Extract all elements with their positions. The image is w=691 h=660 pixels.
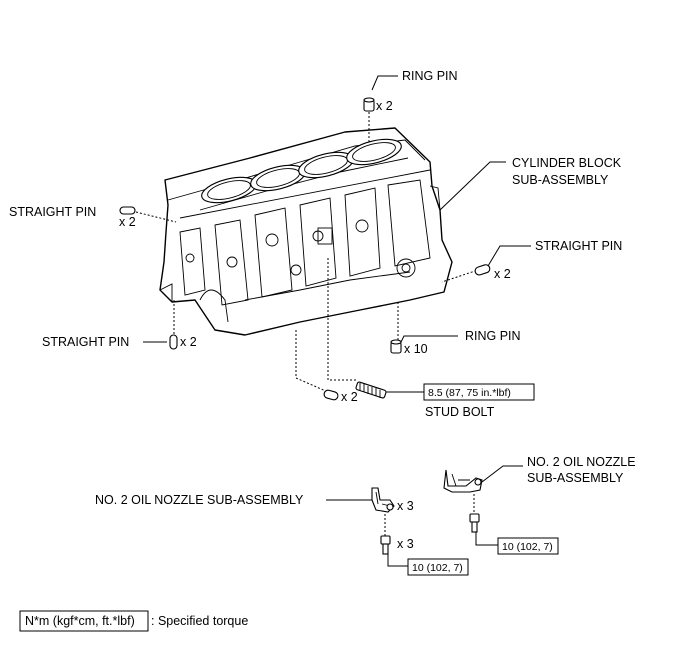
label-nozzle-right-2: SUB-ASSEMBLY (527, 471, 624, 485)
torque-box-left (407, 558, 469, 576)
label-ring-pin-top: RING PIN (402, 69, 458, 83)
stud-bolt (355, 381, 387, 399)
straight-pin-bottom (323, 389, 339, 401)
label-straight-pin-left: STRAIGHT PIN (9, 205, 96, 219)
bolt-right (469, 513, 480, 533)
guide-lines (135, 112, 485, 536)
straight-pin-right (474, 264, 491, 276)
label-straight-pin-right: STRAIGHT PIN (535, 239, 622, 253)
label-straight-pin-bottom-qty: x 2 (180, 335, 197, 349)
label-ring-pin-bottom: RING PIN (465, 329, 521, 343)
label-straight-pin-right-qty: x 2 (494, 267, 511, 281)
stud-torque-box (423, 383, 535, 401)
label-bolt-qty: x 3 (397, 537, 414, 551)
bore-4 (346, 138, 402, 166)
straight-pin-left (119, 206, 136, 215)
oil-nozzle-left (371, 487, 395, 513)
label-cylinder-block-1: CYLINDER BLOCK (512, 156, 622, 170)
label-nozzle-left: NO. 2 OIL NOZZLE SUB-ASSEMBLY (95, 493, 304, 507)
straight-pin-bottom-left (169, 334, 178, 350)
ring-pin-bottom (390, 339, 402, 354)
label-stud-qty: x 2 (341, 390, 358, 404)
label-torque-right: 10 (102, 7) (502, 541, 553, 553)
label-ring-pin-bottom-qty: x 10 (404, 342, 428, 356)
label-straight-pin-bottom: STRAIGHT PIN (42, 335, 129, 349)
bolt-left (380, 535, 391, 555)
legend-description: : Specified torque (151, 614, 248, 628)
legend-unit-box (19, 610, 149, 632)
label-torque-left: 10 (102, 7) (412, 562, 463, 574)
label-nozzle-right-1: NO. 2 OIL NOZZLE (527, 455, 636, 469)
label-nozzle-left-qty: x 3 (397, 499, 414, 513)
legend-unit: N*m (kgf*cm, ft.*lbf) (25, 614, 135, 628)
oil-nozzle-right (443, 469, 483, 493)
cylinder-block (159, 127, 453, 336)
label-stud-torque: 8.5 (87, 75 in.*lbf) (428, 387, 511, 399)
label-ring-pin-top-qty: x 2 (376, 99, 393, 113)
torque-box-right (497, 537, 559, 555)
label-straight-pin-left-qty: x 2 (119, 215, 136, 229)
label-stud-bolt: STUD BOLT (425, 405, 495, 419)
label-cylinder-block-2: SUB-ASSEMBLY (512, 173, 609, 187)
ring-pin-top (363, 97, 375, 112)
